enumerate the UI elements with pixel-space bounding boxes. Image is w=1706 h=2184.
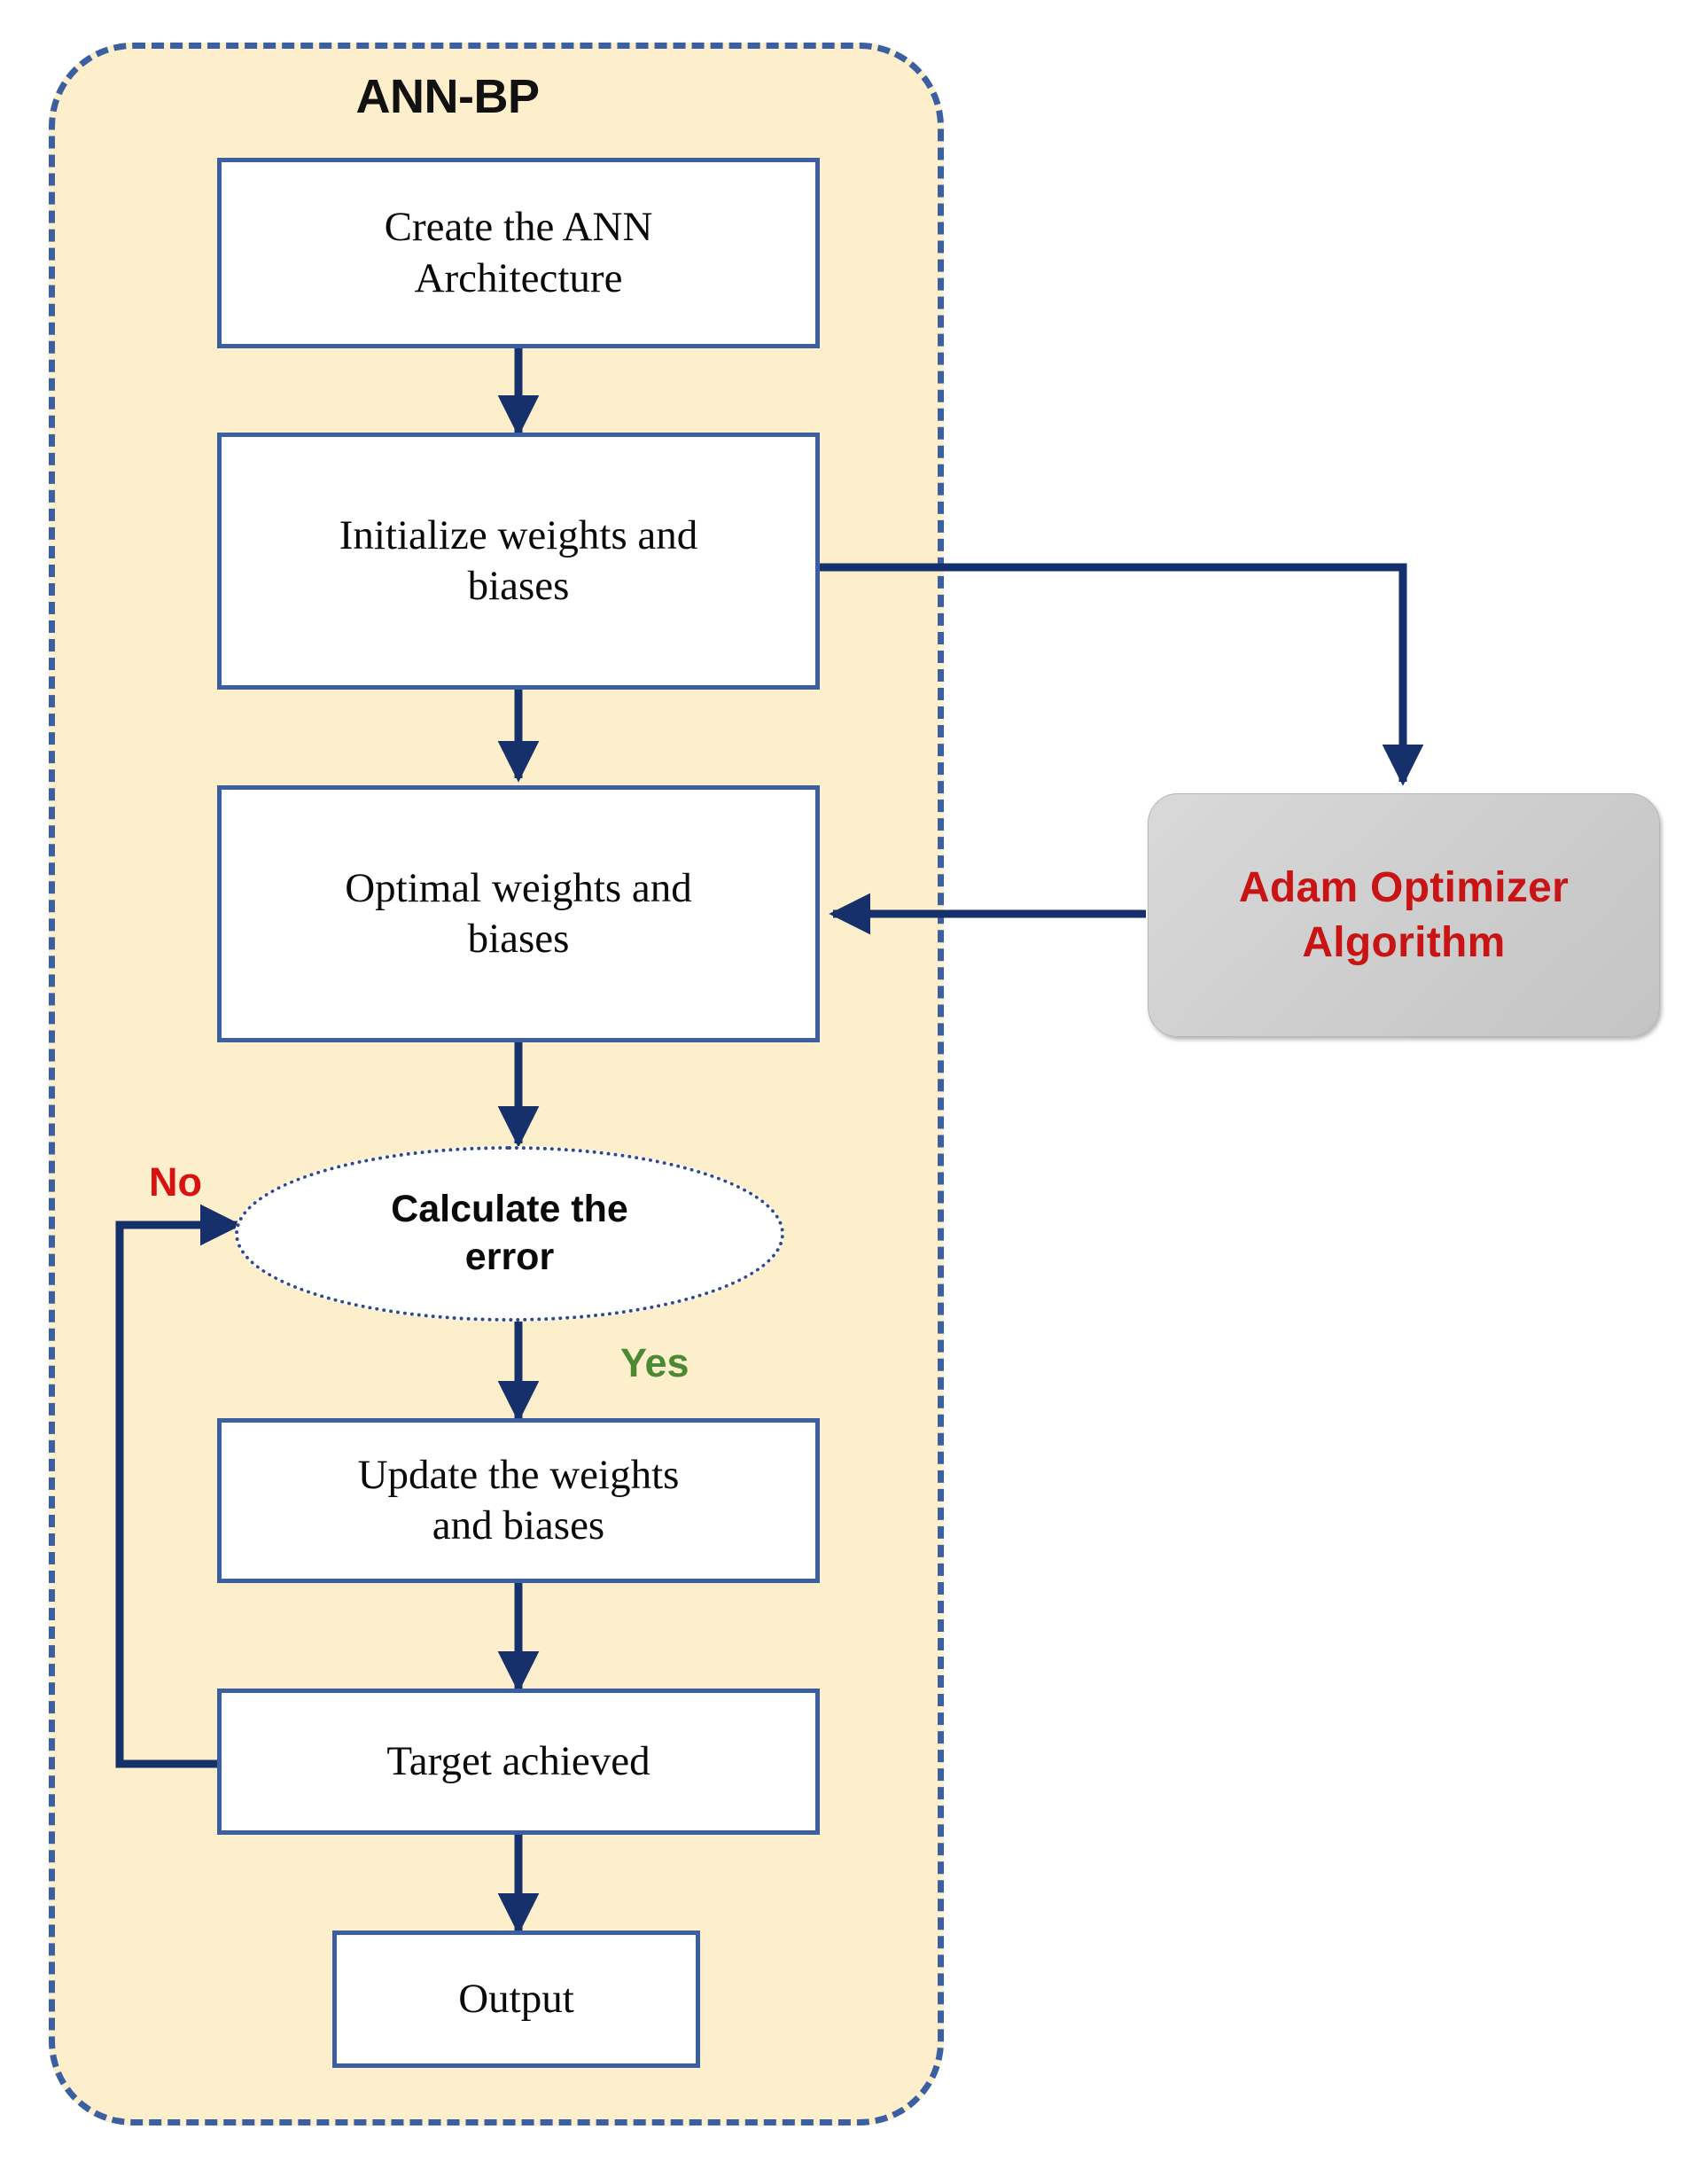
node-calcerror-label: Calculate the error xyxy=(391,1188,628,1278)
node-initialize-label: Initialize weights and biases xyxy=(339,511,698,609)
node-target-label: Target achieved xyxy=(386,1737,650,1784)
node-target-achieved[interactable]: Target achieved xyxy=(217,1689,820,1835)
node-optimal-label: Optimal weights and biases xyxy=(345,864,692,962)
node-output-label: Output xyxy=(458,1975,574,2022)
node-update-label: Update the weights and biases xyxy=(357,1451,680,1548)
node-create-ann-architecture[interactable]: Create the ANN Architecture xyxy=(217,158,820,348)
node-adam-label: Adam Optimizer Algorithm xyxy=(1238,864,1570,966)
edge-label-yes: Yes xyxy=(620,1340,689,1385)
node-output[interactable]: Output xyxy=(332,1930,700,2068)
node-adam-optimizer-algorithm[interactable]: Adam Optimizer Algorithm xyxy=(1148,793,1660,1037)
group-title-ann-bp: ANN-BP xyxy=(355,70,541,123)
node-update-weights-biases[interactable]: Update the weights and biases xyxy=(217,1418,820,1583)
edge-label-no: No xyxy=(149,1159,202,1205)
node-create-label: Create the ANN Architecture xyxy=(384,204,653,301)
node-optimal-weights-biases[interactable]: Optimal weights and biases xyxy=(217,785,820,1042)
node-calculate-the-error[interactable]: Calculate the error xyxy=(235,1146,784,1322)
node-initialize-weights-biases[interactable]: Initialize weights and biases xyxy=(217,433,820,690)
